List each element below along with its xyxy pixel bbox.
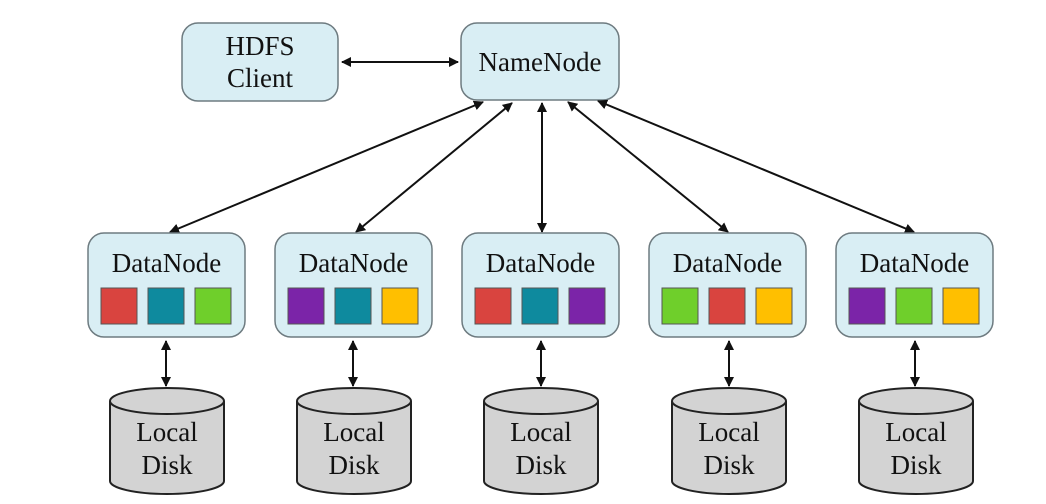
data-block <box>568 287 606 325</box>
namenode-label: NameNode <box>479 47 602 77</box>
disk-cylinder-body <box>858 401 974 495</box>
disk-label-line1: Local <box>510 417 571 447</box>
local-disk-5: Local Disk <box>858 387 974 495</box>
local-disk-3: Local Disk <box>483 387 599 495</box>
disk-cylinder-body <box>671 401 787 495</box>
hdfs-client-label-line1: HDFS <box>225 31 294 61</box>
disk-label-line2: Disk <box>141 450 193 480</box>
datanode-5: DataNode <box>835 232 994 338</box>
disk-label-line2: Disk <box>890 450 942 480</box>
data-block <box>895 287 933 325</box>
datanode-3: DataNode <box>461 232 620 338</box>
data-block <box>848 287 886 325</box>
namenode-datanode5-arrow <box>597 99 915 234</box>
data-block <box>708 287 746 325</box>
disk-cylinder-body <box>109 401 225 495</box>
datanode-label: DataNode <box>860 248 969 278</box>
data-block <box>287 287 325 325</box>
namenode: NameNode <box>460 22 620 101</box>
disk-label-line2: Disk <box>703 450 755 480</box>
local-disk-4: Local Disk <box>671 387 787 495</box>
data-block <box>474 287 512 325</box>
disk-label-line1: Local <box>885 417 946 447</box>
data-block <box>334 287 372 325</box>
datanode-1: DataNode <box>87 232 246 338</box>
datanode-label: DataNode <box>299 248 408 278</box>
data-block <box>381 287 419 325</box>
namenode-box <box>460 22 620 101</box>
hdfs-client-label-line2: Client <box>227 63 293 93</box>
disk-label-line1: Local <box>136 417 197 447</box>
datanode-label: DataNode <box>486 248 595 278</box>
disk-cylinder-top <box>109 387 225 415</box>
disk-cylinder-body <box>296 401 412 495</box>
hdfs-client-node: HDFS Client <box>181 22 339 102</box>
datanode-4: DataNode <box>648 232 807 338</box>
local-disk-2: Local Disk <box>296 387 412 495</box>
data-block <box>661 287 699 325</box>
disk-cylinder-top <box>671 387 787 415</box>
data-block <box>194 287 232 325</box>
disk-cylinder-top <box>858 387 974 415</box>
disk-cylinder-body <box>483 401 599 495</box>
datanode-label: DataNode <box>673 248 782 278</box>
disk-cylinder-top <box>296 387 412 415</box>
namenode-datanode2-arrow <box>355 102 513 233</box>
data-block <box>521 287 559 325</box>
disk-label-line1: Local <box>698 417 759 447</box>
disk-label-line2: Disk <box>515 450 567 480</box>
disk-cylinder-top <box>483 387 599 415</box>
data-block <box>755 287 793 325</box>
data-block <box>147 287 185 325</box>
data-block <box>100 287 138 325</box>
data-block <box>942 287 980 325</box>
local-disk-1: Local Disk <box>109 387 225 495</box>
disk-label-line1: Local <box>323 417 384 447</box>
disk-label-line2: Disk <box>328 450 380 480</box>
datanode-label: DataNode <box>112 248 221 278</box>
datanode-2: DataNode <box>274 232 433 338</box>
